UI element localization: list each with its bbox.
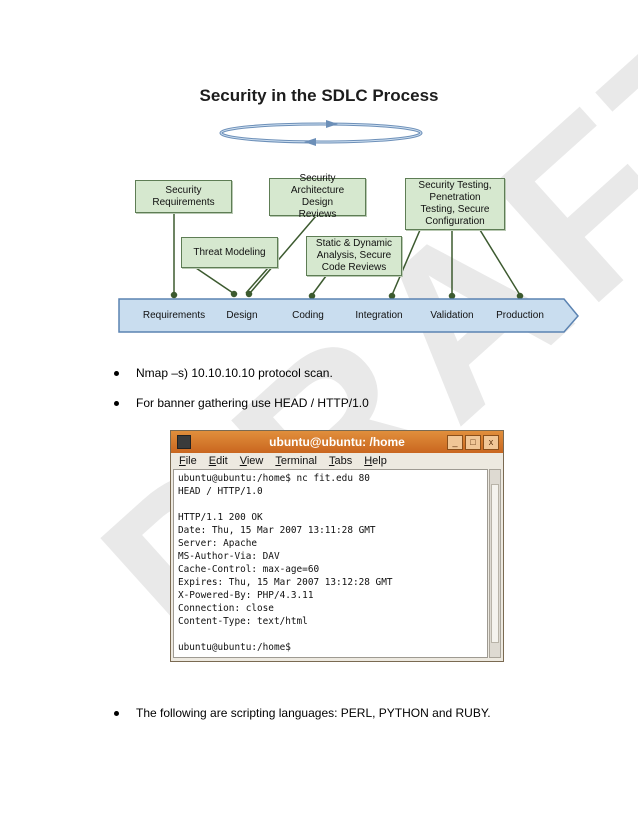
bullet-banner: For banner gathering use HEAD / HTTP/1.0	[114, 396, 369, 410]
terminal-window: ubuntu@ubuntu: /home _ □ x File Edit Vie…	[170, 430, 504, 662]
bullet-text: For banner gathering use HEAD / HTTP/1.0	[136, 396, 369, 410]
bullet-nmap: Nmap –s) 10.10.10.10 protocol scan.	[114, 366, 333, 380]
terminal-line: ubuntu@ubuntu:/home$	[178, 642, 291, 653]
sdlc-phase-bar	[118, 298, 579, 333]
bullet-text: The following are scripting languages: P…	[136, 706, 491, 720]
terminal-line	[178, 498, 483, 511]
bullet-scripting: The following are scripting languages: P…	[114, 706, 491, 720]
terminal-scrollbar[interactable]	[489, 469, 501, 658]
scrollbar-thumb[interactable]	[491, 484, 499, 643]
terminal-line: Connection: close	[178, 603, 274, 614]
box-security-testing: Security Testing, Penetration Testing, S…	[405, 178, 505, 230]
terminal-line	[178, 628, 483, 641]
menu-view[interactable]: View	[239, 455, 264, 467]
box-security-requirements: Security Requirements	[135, 180, 232, 213]
terminal-line: Expires: Thu, 15 Mar 2007 13:12:28 GMT	[178, 577, 393, 588]
diagram-connectors	[170, 213, 524, 300]
box-static-dynamic-analysis: Static & Dynamic Analysis, Secure Code R…	[306, 236, 402, 276]
terminal-line: Server: Apache	[178, 538, 258, 549]
terminal-line: Cache-Control: max-age=60	[178, 564, 320, 575]
box-threat-modeling: Threat Modeling	[181, 237, 278, 268]
phase-coding: Coding	[292, 310, 324, 321]
cycle-arrows	[219, 120, 423, 146]
terminal-icon	[177, 435, 191, 449]
bullet-dot	[114, 370, 119, 376]
close-button[interactable]: x	[483, 435, 499, 450]
phase-production: Production	[496, 310, 544, 321]
menu-tabs[interactable]: Tabs	[328, 455, 353, 467]
bullet-dot	[114, 400, 119, 406]
terminal-line: X-Powered-By: PHP/4.3.11	[178, 590, 314, 601]
terminal-line: MS-Author-Via: DAV	[178, 551, 280, 562]
diagram-title: Security in the SDLC Process	[199, 86, 439, 105]
menu-help[interactable]: Help	[364, 455, 387, 467]
terminal-title: ubuntu@ubuntu: /home	[269, 435, 405, 449]
terminal-line: Content-Type: text/html	[178, 616, 308, 627]
phase-design: Design	[226, 310, 258, 321]
terminal-output[interactable]: ubuntu@ubuntu:/home$ nc fit.edu 80 HEAD …	[173, 469, 488, 658]
terminal-line: HTTP/1.1 200 OK	[178, 512, 263, 523]
terminal-line: HEAD / HTTP/1.0	[178, 486, 263, 497]
phase-requirements: Requirements	[142, 310, 206, 321]
phase-integration: Integration	[355, 310, 403, 321]
menu-terminal[interactable]: Terminal	[275, 455, 317, 467]
phase-validation: Validation	[430, 310, 474, 321]
menu-file[interactable]: File	[179, 455, 197, 467]
minimize-button[interactable]: _	[447, 435, 463, 450]
terminal-titlebar[interactable]: ubuntu@ubuntu: /home _ □ x	[171, 431, 503, 453]
maximize-button[interactable]: □	[465, 435, 481, 450]
bullet-dot	[114, 710, 119, 716]
terminal-menubar: File Edit View Terminal Tabs Help	[171, 453, 503, 469]
menu-edit[interactable]: Edit	[208, 455, 228, 467]
terminal-line: Date: Thu, 15 Mar 2007 13:11:28 GMT	[178, 525, 376, 536]
window-controls: _ □ x	[447, 435, 499, 450]
terminal-line: ubuntu@ubuntu:/home$ nc fit.edu 80	[178, 473, 370, 484]
box-architecture-reviews: Security Architecture Design Reviews	[269, 173, 366, 220]
bullet-text: Nmap –s) 10.10.10.10 protocol scan.	[136, 366, 333, 380]
